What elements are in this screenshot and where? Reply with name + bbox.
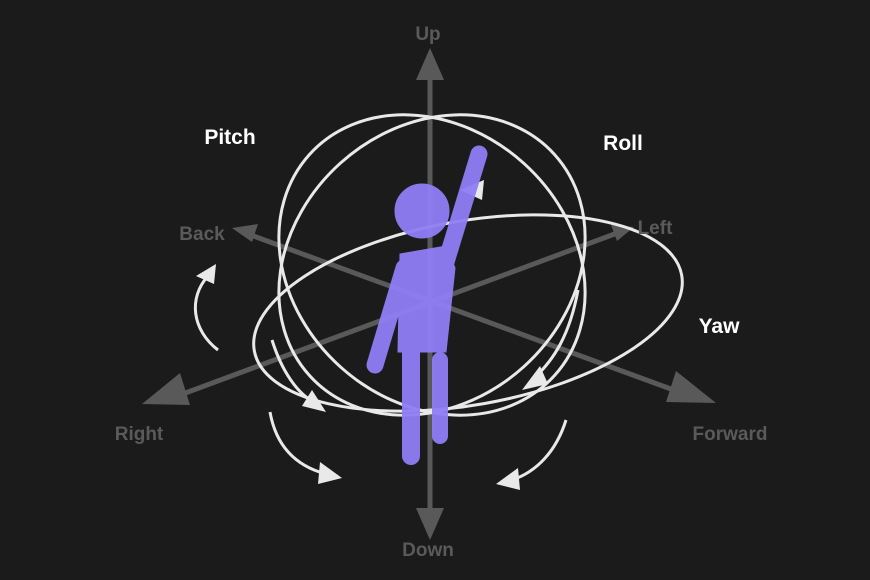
- label-back: Back: [179, 224, 225, 245]
- left-up-arrowhead: [196, 264, 216, 284]
- roll-ring: [277, 113, 587, 417]
- label-roll: Roll: [603, 132, 643, 155]
- back-forward-axis: [247, 231, 691, 399]
- label-pitch: Pitch: [204, 126, 255, 149]
- left-up-arrow: [193, 274, 219, 352]
- pitch-bottom-arrowhead: [318, 462, 342, 484]
- pitch-inner-arrowhead: [302, 390, 326, 412]
- back-arrowhead: [232, 224, 258, 242]
- rotation-rings: [252, 113, 684, 417]
- axes: [142, 48, 716, 540]
- figure-raised-arm: [437, 145, 488, 271]
- label-left: Left: [638, 218, 674, 239]
- roll-inner-arrowhead: [522, 366, 548, 390]
- label-down: Down: [402, 540, 454, 561]
- pitch-bottom-arrow: [268, 411, 327, 476]
- figure-head: [394, 183, 450, 239]
- label-forward: Forward: [693, 424, 768, 445]
- label-yaw: Yaw: [699, 315, 741, 338]
- label-right: Right: [115, 424, 164, 445]
- person-figure: [366, 145, 488, 465]
- figure-torso: [397, 245, 456, 353]
- roll-bottom-arrowhead: [496, 468, 520, 490]
- rotation-arrows: [193, 180, 580, 490]
- axis-labels: Up Down Back Left Right Forward: [115, 24, 768, 561]
- label-up: Up: [415, 24, 440, 45]
- forward-arrowhead: [666, 371, 716, 403]
- down-arrowhead: [416, 508, 444, 540]
- rotation-labels: Pitch Roll Yaw: [204, 126, 740, 338]
- figure-lower-arm: [366, 259, 413, 374]
- pitch-ring: [277, 113, 587, 417]
- right-arrowhead: [142, 373, 190, 405]
- roll-bottom-arrow: [511, 419, 568, 482]
- up-arrowhead: [416, 48, 444, 80]
